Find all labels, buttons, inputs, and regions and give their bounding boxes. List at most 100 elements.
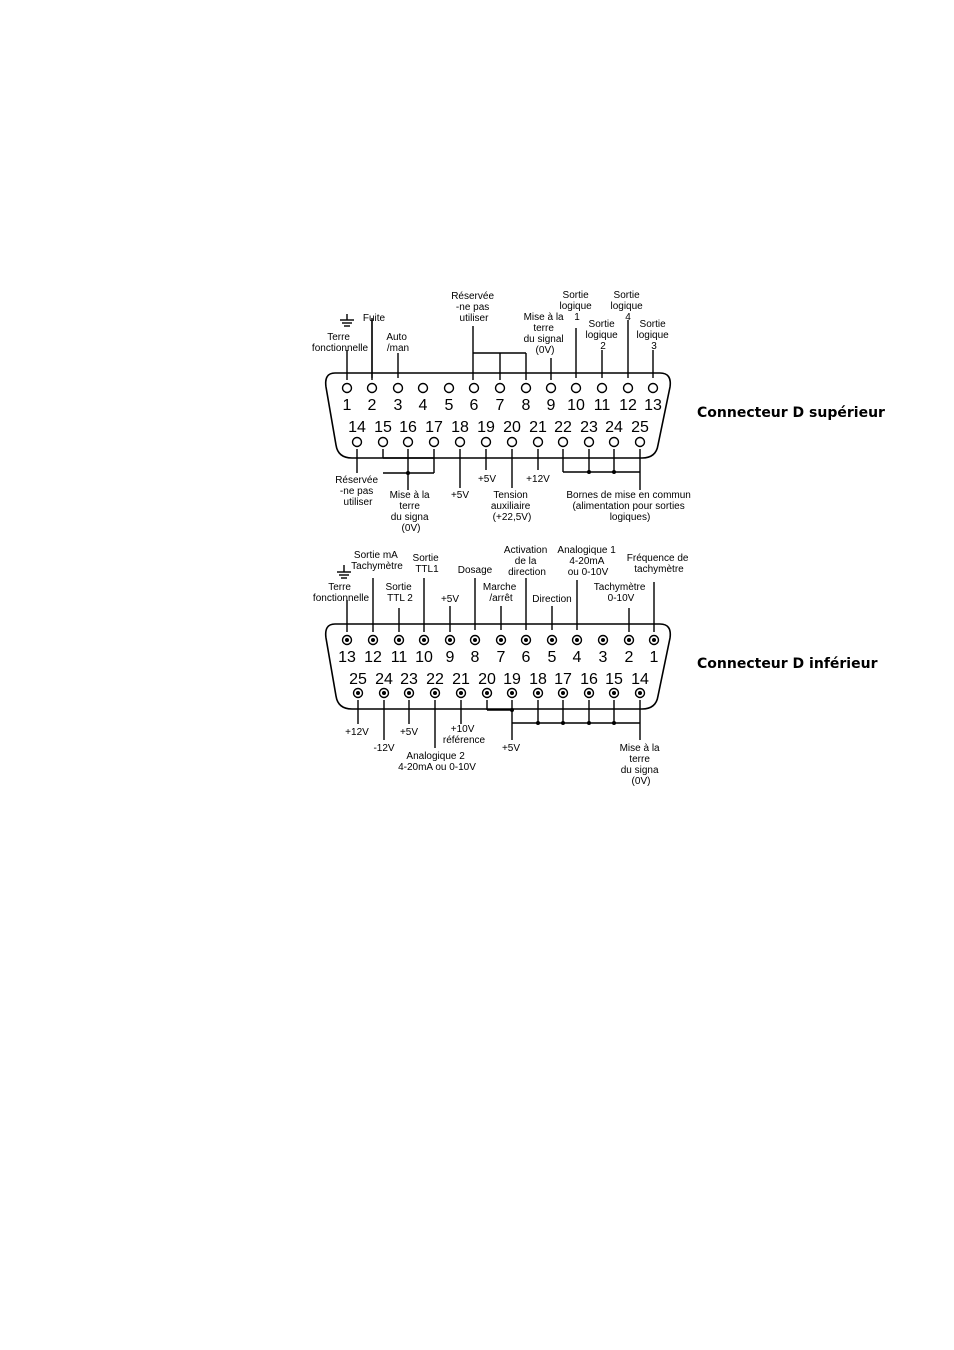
pin-contact-center <box>550 638 554 642</box>
pin-number: 25 <box>349 671 367 688</box>
pin-number: 22 <box>426 671 444 688</box>
pin-number: 7 <box>496 397 505 414</box>
top-row1-pin-numbers: 1 2 3 4 5 6 7 8 9 10 11 12 13 <box>343 397 662 414</box>
pin-contact-center <box>356 691 360 695</box>
label-analogique-1: Analogique 1 4-20mA ou 0-10V <box>557 545 618 578</box>
label-sortie-ttl1: Sortie TTL1 <box>413 553 442 575</box>
pin-contact <box>634 436 646 448</box>
label-reservee-bottom: Réservée -ne pas utiliser <box>335 475 381 508</box>
pin-contact <box>417 382 429 394</box>
label-plus12v: +12V <box>345 727 369 738</box>
pin-contact-center <box>485 691 489 695</box>
pin-number: 2 <box>368 397 377 414</box>
label-frequence-tachymetre: Fréquence de tachymètre <box>627 553 692 575</box>
top-row1-pins <box>341 382 659 394</box>
pin-number: 13 <box>644 397 662 414</box>
pin-number: 12 <box>619 397 637 414</box>
label-sortie-ma: Sortie mA Tachymètre <box>351 550 403 572</box>
pin-contact <box>392 382 404 394</box>
pin-contact-center <box>448 638 452 642</box>
label-plus10v-reference: +10V référence <box>443 724 486 746</box>
pin-contact-center <box>612 691 616 695</box>
pin-contact <box>351 436 363 448</box>
pin-contact-center <box>397 638 401 642</box>
pin-number: 21 <box>452 671 470 688</box>
pin-number: 20 <box>478 671 496 688</box>
ground-icon <box>340 314 354 327</box>
pin-contact-center <box>561 691 565 695</box>
bottom-row1-pin-numbers: 13 12 11 10 9 8 7 6 5 4 3 2 1 <box>338 649 658 666</box>
label-plus5v: +5V <box>502 743 520 754</box>
pin-number: 6 <box>522 649 531 666</box>
pin-contact <box>366 382 378 394</box>
label-plus5v: +5V <box>451 490 469 501</box>
pin-contact-center <box>524 638 528 642</box>
pin-contact <box>520 382 532 394</box>
pin-contact-center <box>473 638 477 642</box>
pin-number: 19 <box>503 671 521 688</box>
label-tension-auxiliaire: Tension auxiliaire (+22,5V) <box>491 490 533 523</box>
pin-number: 21 <box>529 419 547 436</box>
pin-number: 17 <box>425 419 443 436</box>
label-direction: Direction <box>532 594 571 605</box>
pin-number: 5 <box>548 649 557 666</box>
label-analogique-2: Analogique 2 4-20mA ou 0-10V <box>398 751 476 773</box>
top-labels: Terre fonctionnelle Fuite Auto /man Rése… <box>312 290 693 534</box>
pin-number: 20 <box>503 419 521 436</box>
bottom-row2-pin-numbers: 25 24 23 22 21 20 19 18 17 16 15 14 <box>349 671 649 688</box>
bottom-connector-caption: Connecteur D inférieur <box>697 656 878 672</box>
pin-contact <box>583 436 595 448</box>
label-mise-terre-signa: Mise à la terre du signa (0V) <box>620 743 663 787</box>
pin-number: 23 <box>580 419 598 436</box>
pin-contact-center <box>371 638 375 642</box>
pin-contact-center <box>575 638 579 642</box>
bot-row2-pins <box>352 687 646 699</box>
pin-contact-center <box>499 638 503 642</box>
pin-contact-center <box>536 691 540 695</box>
pin-number: 16 <box>399 419 417 436</box>
pin-number: 18 <box>451 419 469 436</box>
pin-contact-center <box>601 638 605 642</box>
pin-contact <box>608 436 620 448</box>
pin-contact <box>596 382 608 394</box>
pin-number: 11 <box>391 649 408 666</box>
label-sortie-logique-3: Sortie logique 3 <box>636 319 671 352</box>
pin-contact <box>622 382 634 394</box>
label-auto-man: Auto /man <box>386 332 409 354</box>
pin-contact <box>532 436 544 448</box>
label-terre-fonctionnelle: Terre fonctionnelle <box>312 332 369 354</box>
pin-number: 3 <box>394 397 403 414</box>
label-tachymetre-0-10v: Tachymètre 0-10V <box>594 582 648 604</box>
pin-number: 1 <box>650 649 659 666</box>
top-row2-pin-numbers: 14 15 16 17 18 19 20 21 22 23 24 25 <box>348 419 649 436</box>
pin-contact-center <box>433 691 437 695</box>
pin-contact <box>443 382 455 394</box>
pin-contact <box>480 436 492 448</box>
top-connector: 1 2 3 4 5 6 7 8 9 10 11 12 13 14 15 16 1… <box>312 290 885 534</box>
pin-number: 8 <box>522 397 531 414</box>
pin-number: 16 <box>580 671 598 688</box>
pin-contact <box>468 382 480 394</box>
pin-contact <box>341 382 353 394</box>
pin-number: 5 <box>445 397 454 414</box>
label-mise-terre-signa: Mise à la terre du signa (0V) <box>390 490 433 534</box>
pin-contact-center <box>652 638 656 642</box>
pin-contact <box>494 382 506 394</box>
label-plus5v: +5V <box>478 474 496 485</box>
pin-contact-center <box>407 691 411 695</box>
label-mise-terre-signal: Mise à la terre du signal (0V) <box>524 312 567 356</box>
pin-contact <box>377 436 389 448</box>
pin-number: 4 <box>573 649 582 666</box>
label-marche-arret: Marche /arrêt <box>483 582 519 604</box>
pin-number: 22 <box>554 419 572 436</box>
pin-number: 4 <box>419 397 428 414</box>
pin-number: 2 <box>625 649 634 666</box>
label-reservee: Réservée -ne pas utiliser <box>451 291 497 324</box>
label-sortie-logique-4: Sortie logique 4 <box>610 290 645 323</box>
pin-contact-center <box>587 691 591 695</box>
bottom-connector: 13 12 11 10 9 8 7 6 5 4 3 2 1 25 24 23 2… <box>313 545 878 787</box>
ground-icon <box>337 565 351 579</box>
label-bornes-mise-en-commun: Bornes de mise en commun (alimentation p… <box>566 490 693 523</box>
pin-contact <box>506 436 518 448</box>
